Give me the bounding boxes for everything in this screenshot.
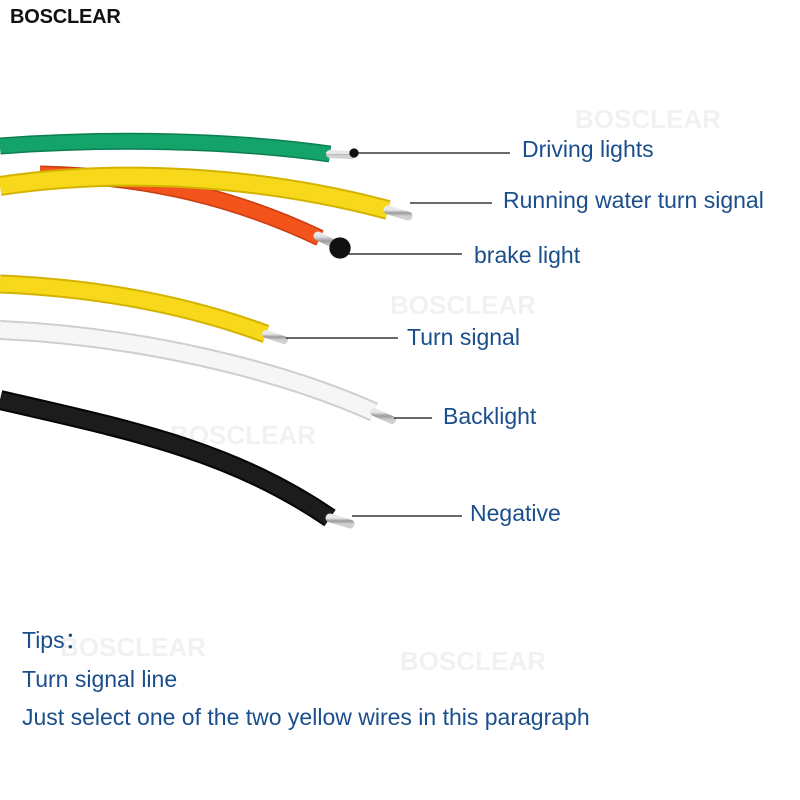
yellow-wire-lower	[0, 274, 288, 344]
yellow-wire-upper	[0, 166, 413, 221]
watermark: BOSCLEAR	[400, 646, 546, 676]
label-backlight: Backlight	[443, 403, 537, 429]
label-running-water-turn-signal: Running water turn signal	[503, 187, 764, 213]
label-brake-light: brake light	[474, 242, 581, 268]
tips-line-2: Just select one of the two yellow wires …	[22, 704, 590, 730]
watermark: BOSCLEAR	[390, 290, 536, 320]
watermark: BOSCLEAR	[575, 104, 721, 134]
leader-dot-large	[329, 237, 351, 259]
tips-heading: Tips：	[22, 627, 88, 653]
black-wire	[0, 390, 355, 529]
leader-dot	[349, 148, 359, 158]
white-wire	[0, 320, 396, 424]
watermark: BOSCLEAR	[60, 632, 206, 662]
brand-logo: BOSCLEAR	[10, 6, 121, 28]
green-wire	[0, 132, 356, 163]
tips-line-1: Turn signal line	[22, 666, 178, 692]
label-driving-lights: Driving lights	[522, 136, 654, 162]
label-turn-signal: Turn signal	[407, 324, 520, 350]
label-negative: Negative	[470, 500, 561, 526]
